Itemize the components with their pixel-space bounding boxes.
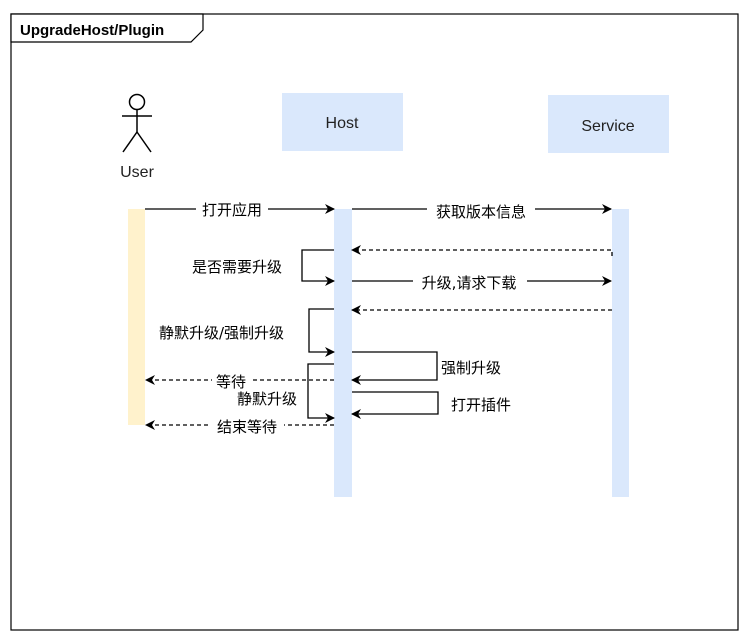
user-actor [122,93,152,153]
message-force-upgrade-arrow [351,351,438,385]
host-activation-bar [334,209,352,497]
service-activation-bar [612,209,629,497]
service-participant [548,95,669,153]
user-label: User [120,164,154,181]
frame-title-tab [10,13,204,43]
host-participant [282,93,403,151]
message-need-upgrade-arrow [301,249,335,286]
message-get-version-label: 获取版本信息 [436,203,526,221]
message-need-upgrade-label: 是否需要升级 [192,258,282,276]
message-upgrade-download-label: 升级,请求下载 [422,274,517,292]
message-silent-or-force-arrow [308,308,335,357]
message-open-app-label: 打开应用 [202,201,262,219]
message-wait-label: 等待 [216,373,246,391]
user-actor-head-icon [128,93,146,111]
message-force-upgrade-label: 强制升级 [441,359,501,377]
message-silent-or-force-label: 静默升级/强制升级 [159,324,284,342]
message-open-plugin-arrow [351,391,439,419]
frame-title: UpgradeHost/Plugin [20,22,164,39]
message-version-return-arrow [351,245,613,256]
host-label: Host [326,115,359,132]
message-end-wait-label: 结束等待 [217,418,277,436]
message-silent-upgrade-label: 静默升级 [237,390,297,408]
user-activation-bar [128,209,145,425]
service-label: Service [581,118,634,135]
message-silent-upgrade-arrow [307,363,335,423]
message-open-plugin-label: 打开插件 [451,396,511,414]
